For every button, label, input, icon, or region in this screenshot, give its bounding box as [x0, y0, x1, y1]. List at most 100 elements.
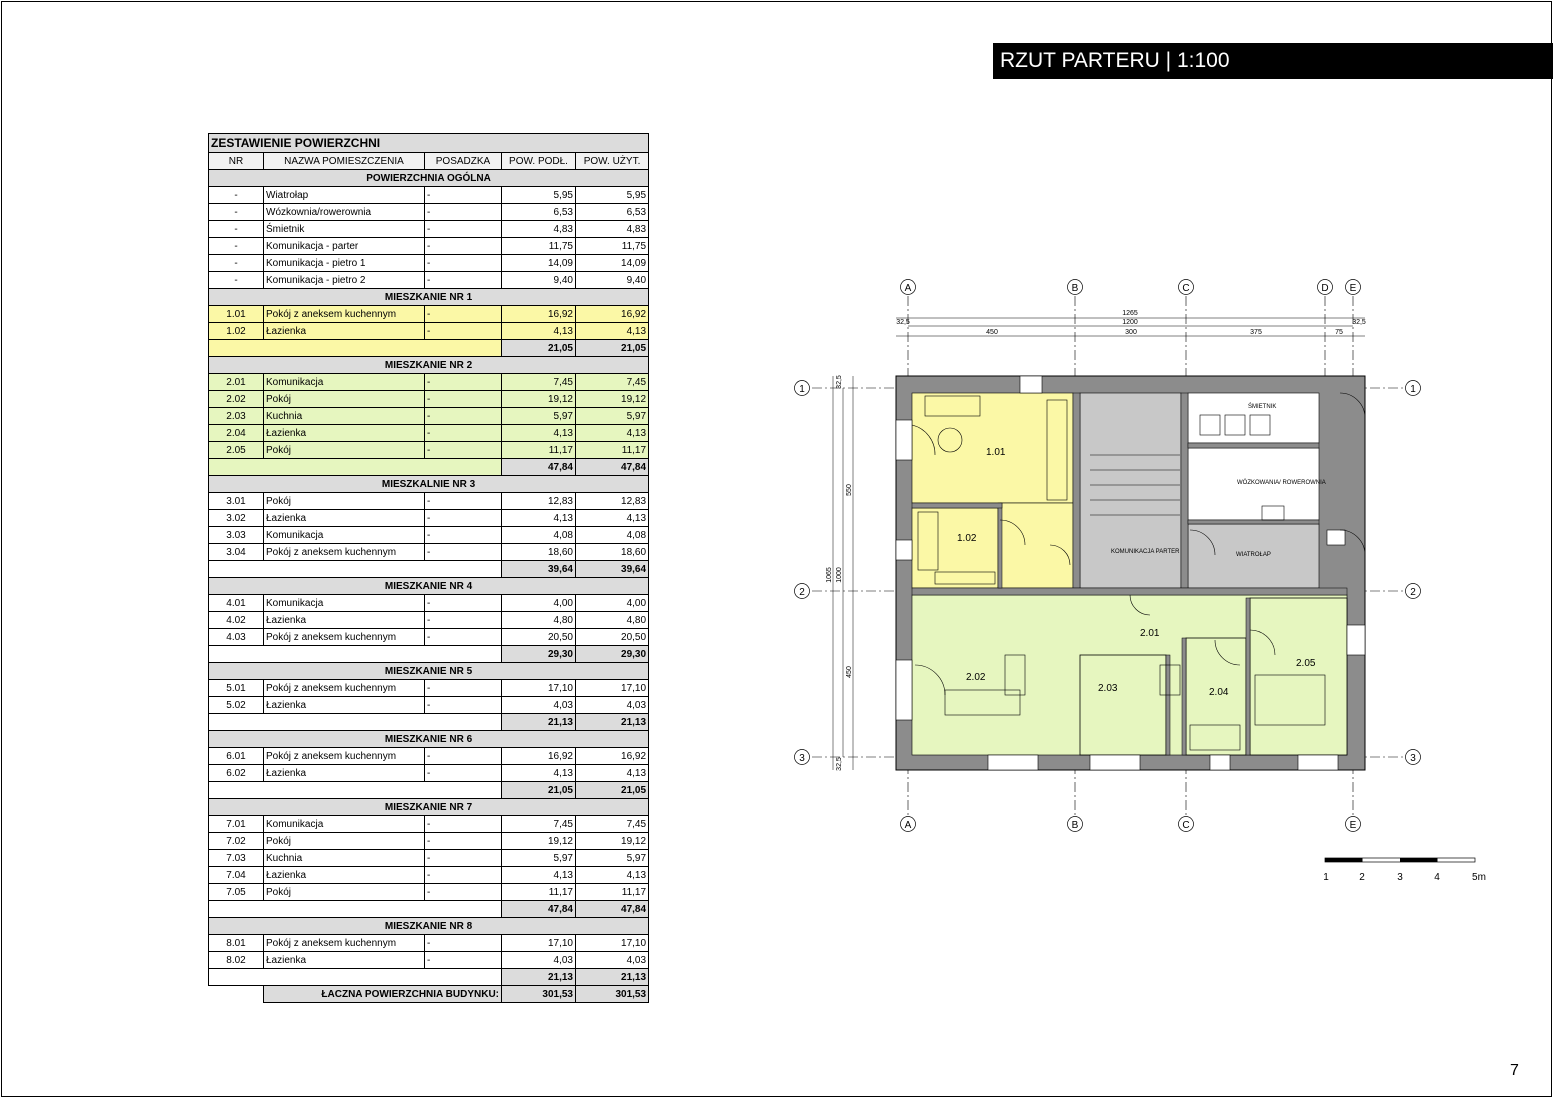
dimension-text-left: 1065 1000 32,5 550 450 32,5	[826, 375, 853, 771]
label-room-1-01: 1.01	[986, 447, 1006, 458]
room-2-05	[1249, 597, 1348, 756]
total-floor-area: 39,64	[501, 560, 576, 578]
svg-text:2: 2	[799, 587, 805, 598]
room-komunikacja	[1079, 392, 1182, 589]
floor-finish: -	[424, 373, 502, 391]
axis-right-3: 3	[1405, 749, 1421, 765]
section-header-row: MIESZKANIE NR 7	[207, 798, 650, 816]
axis-bottom-e: E	[1345, 816, 1361, 832]
total-usable-area: 21,05	[574, 339, 650, 357]
room-number: 2.04	[208, 424, 264, 442]
svg-text:5m: 5m	[1472, 872, 1486, 883]
grand-total-floor-area: 301,53	[501, 985, 576, 1003]
section-title: POWIERZCHNIA OGÓLNA	[207, 169, 650, 187]
floor-area: 4,13	[501, 424, 576, 442]
usable-area: 19,12	[574, 390, 650, 408]
usable-area: 7,45	[574, 373, 650, 391]
room-number: 1.01	[208, 305, 264, 323]
svg-text:E: E	[1350, 820, 1357, 831]
label-smietnik: ŚMIETNIK	[1248, 402, 1276, 410]
section-header-row: MIESZKALNIE NR 3	[207, 475, 650, 493]
floor-area: 7,45	[501, 373, 576, 391]
svg-text:3: 3	[799, 753, 805, 764]
label-room-2-04: 2.04	[1209, 687, 1229, 698]
doors	[911, 392, 1366, 696]
dimension-lines-top	[896, 317, 1365, 337]
room-labels: 1.01 1.02 2.01 2.02 2.03 2.04 2.05 ŚMIET…	[957, 402, 1326, 698]
svg-text:300: 300	[1125, 329, 1137, 336]
label-room-2-02: 2.02	[966, 672, 986, 683]
axis-top-d: D	[1317, 279, 1333, 295]
svg-text:4: 4	[1434, 872, 1440, 883]
drawing-title: RZUT PARTERU | 1:100	[993, 43, 1553, 79]
interior-walls	[911, 392, 1348, 756]
dimension-lines-left	[832, 376, 854, 770]
section-header-row: MIESZKANIE NR 6	[207, 730, 650, 748]
axis-right-1: 1	[1405, 380, 1421, 396]
room-name: Pokój z aneksem kuchennym	[263, 305, 425, 323]
axis-bottom-a: A	[900, 816, 916, 832]
room-1-01-ext	[999, 502, 1074, 589]
column-header: POSADZKA	[424, 152, 502, 170]
page-number: 7	[1510, 1062, 1519, 1079]
axis-left-1: 1	[794, 380, 810, 396]
total-usable-area: 29,30	[574, 645, 650, 663]
section-header-row: POWIERZCHNIA OGÓLNA	[207, 169, 650, 187]
svg-text:32,5: 32,5	[1352, 319, 1366, 326]
svg-text:A: A	[905, 820, 912, 831]
svg-text:3: 3	[1410, 753, 1416, 764]
room-2-03	[1079, 654, 1167, 756]
svg-text:E: E	[1350, 283, 1357, 294]
room-1-01	[911, 392, 1074, 504]
svg-text:550: 550	[846, 484, 853, 496]
svg-text:D: D	[1321, 283, 1328, 294]
svg-text:C: C	[1182, 283, 1189, 294]
label-room-2-01: 2.01	[1140, 628, 1160, 639]
total-usable-area: 21,05	[574, 781, 650, 799]
total-usable-area: 47,84	[574, 900, 650, 918]
room-smietnik	[1187, 392, 1320, 444]
table-title-row: ZESTAWIENIE POWIERZCHNI	[207, 133, 650, 153]
room-number: 2.01	[208, 373, 264, 391]
svg-text:32,5: 32,5	[836, 757, 843, 771]
svg-text:32,5: 32,5	[836, 375, 843, 389]
column-header: POW. UŻYT.	[574, 152, 650, 170]
floor-finish: -	[424, 305, 502, 323]
svg-text:1265: 1265	[1122, 310, 1138, 317]
floor-area: 5,97	[501, 407, 576, 425]
svg-text:450: 450	[986, 329, 998, 336]
axis-left-3: 3	[794, 749, 810, 765]
svg-text:1: 1	[1410, 384, 1416, 395]
total-floor-area: 29,30	[501, 645, 576, 663]
grand-total-label: ŁACZNA POWIERZCHNIA BUDYNKU:	[263, 985, 502, 1003]
svg-text:1: 1	[1323, 872, 1329, 883]
room-number: 2.05	[208, 441, 264, 459]
label-room-1-02: 1.02	[957, 533, 977, 544]
room-1-02	[911, 507, 999, 589]
axis-markers: A B C D E A B C E 1 2 3 1 2 3	[794, 279, 1421, 832]
svg-text:C: C	[1182, 820, 1189, 831]
